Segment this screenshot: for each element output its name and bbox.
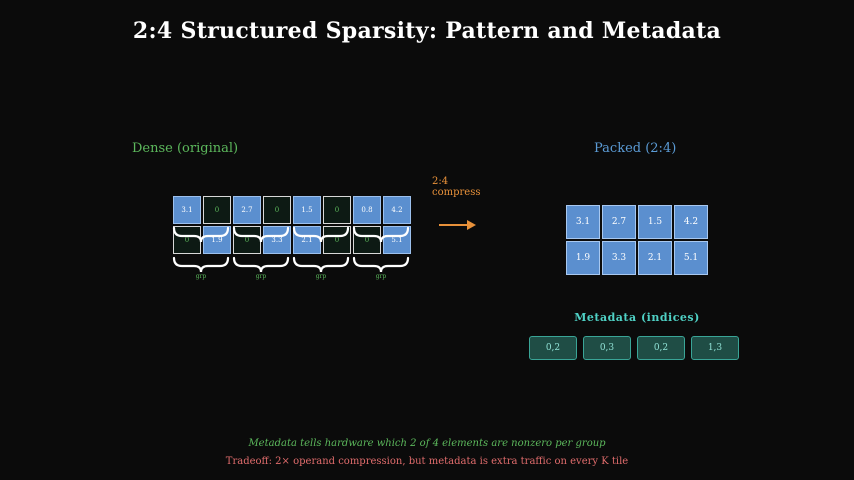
packed-cell-r2-c3: 2.1	[638, 241, 672, 275]
packed-cell-r1-c2: 2.7	[602, 205, 636, 239]
group-braces	[172, 256, 410, 273]
packed-cell-r1-c4: 4.2	[674, 205, 708, 239]
dense-cell-r1-c4: 0	[263, 196, 291, 224]
metadata-box-4: 1,3	[691, 336, 739, 360]
metadata-title: Metadata (indices)	[574, 311, 700, 324]
dense-cell-r1-c1: 3.1	[173, 196, 201, 224]
metadata-box-1: 0,2	[529, 336, 577, 360]
diagram-title: 2:4 Structured Sparsity: Pattern and Met…	[132, 18, 722, 44]
dense-cell-r2-c5: 2.1	[293, 226, 321, 254]
inner-group-braces	[172, 226, 410, 243]
dense-cell-r1-c2: 0	[203, 196, 231, 224]
packed-cell-r1-c1: 3.1	[566, 205, 600, 239]
metadata-box-3: 0,2	[637, 336, 685, 360]
tradeoff-note: Tradeoff: 2× operand compression, but me…	[225, 456, 629, 467]
dense-cell-r2-c6: 0	[323, 226, 351, 254]
dense-label: Dense (original)	[132, 141, 239, 156]
dense-cell-r1-c6: 0	[323, 196, 351, 224]
dense-cell-r2-c8: 5.1	[383, 226, 411, 254]
metadata-box-2: 0,3	[583, 336, 631, 360]
compress-label: 2:4 compress	[432, 176, 481, 198]
group-brace-2	[232, 256, 290, 273]
dense-cell-r2-c4: 3.3	[263, 226, 291, 254]
group-label-3: grp	[315, 273, 327, 280]
packed-label: Packed (2:4)	[594, 141, 677, 156]
packed-cell-r2-c1: 1.9	[566, 241, 600, 275]
metadata-note: Metadata tells hardware which 2 of 4 ele…	[248, 438, 606, 449]
dense-cell-r2-c3: 0	[233, 226, 261, 254]
dense-cell-r1-c7: 0.8	[353, 196, 381, 224]
dense-cell-r1-c8: 4.2	[383, 196, 411, 224]
group-brace-1	[172, 256, 230, 273]
group-label-2: grp	[255, 273, 267, 280]
group-label-1: grp	[195, 273, 207, 280]
dense-cell-r1-c3: 2.7	[233, 196, 261, 224]
dense-cell-r1-c5: 1.5	[293, 196, 321, 224]
group-label-4: grp	[375, 273, 387, 280]
packed-cell-r2-c4: 5.1	[674, 241, 708, 275]
packed-cell-r2-c2: 3.3	[602, 241, 636, 275]
packed-cell-r1-c3: 1.5	[638, 205, 672, 239]
group-brace-4	[352, 256, 410, 273]
group-brace-3	[292, 256, 350, 273]
compress-arrow-icon	[439, 220, 476, 230]
dense-cell-r2-c2: 1.9	[203, 226, 231, 254]
